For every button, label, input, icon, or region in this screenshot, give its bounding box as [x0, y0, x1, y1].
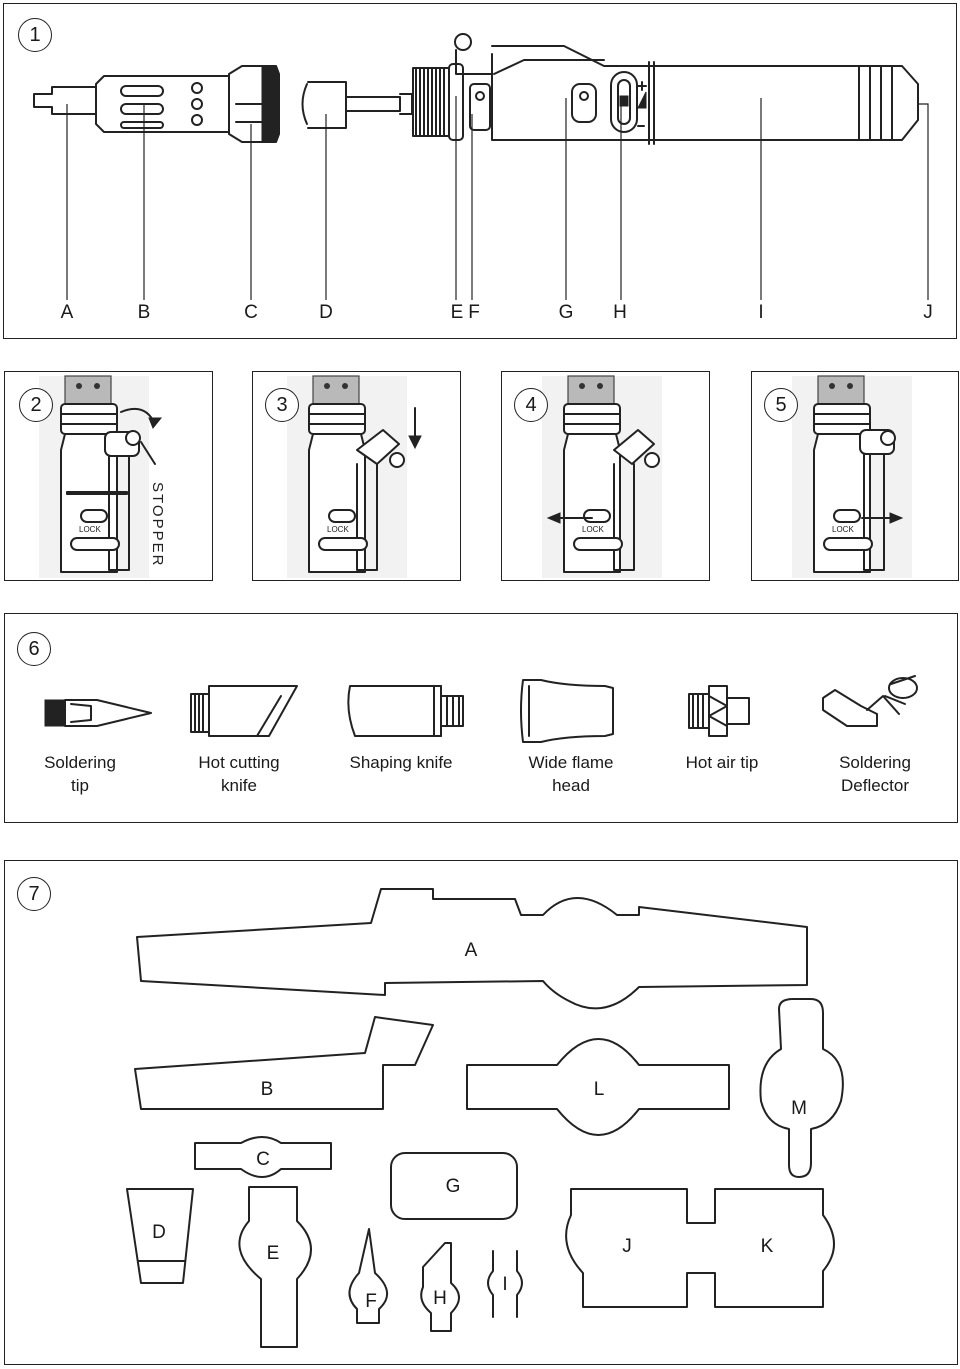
cutout-c — [194, 1136, 332, 1178]
step-3-panel: LOCK 3 — [252, 371, 461, 581]
part-label-c: C — [244, 302, 258, 323]
shape-label-i: I — [502, 1274, 508, 1295]
step-5-number: 5 — [764, 388, 798, 422]
cutout-f — [348, 1228, 388, 1324]
shape-label-a: A — [464, 940, 478, 961]
step-5-panel: LOCK 5 — [751, 371, 959, 581]
cutout-m — [759, 998, 844, 1178]
shape-label-m: M — [791, 1098, 807, 1119]
shape-label-h: H — [433, 1288, 447, 1309]
step-3-number: 3 — [265, 388, 299, 422]
cutout-b — [134, 1016, 434, 1110]
figure-6-panel: 6 — [4, 613, 958, 823]
part-label-f: F — [468, 302, 480, 323]
step-3-photo: LOCK — [287, 375, 422, 578]
accessory-label-hot-air-tip: Hot air tip — [685, 753, 759, 772]
part-label-j: J — [923, 302, 933, 323]
leader-lines — [66, 96, 929, 300]
accessory-label-shaping-knife: Shaping knife — [349, 753, 453, 772]
shape-label-j: J — [622, 1236, 632, 1257]
figure-7-panel: 7 A B C D E F G H I J K L — [4, 860, 958, 1365]
shape-label-f: F — [365, 1291, 377, 1312]
accessories-drawing — [44, 675, 918, 743]
part-label-h: H — [613, 302, 627, 323]
part-label-i: I — [758, 302, 764, 323]
shape-label-c: C — [256, 1149, 270, 1170]
step-4-lock-text: LOCK — [582, 525, 604, 534]
shape-label-d: D — [152, 1222, 166, 1243]
cutout-d — [126, 1188, 194, 1284]
storage-case-cutouts — [126, 888, 844, 1348]
shape-label-l: L — [593, 1079, 605, 1100]
cutout-j-k — [565, 1188, 835, 1308]
torch-exploded-diagram — [33, 33, 929, 300]
figure-6-number: 6 — [17, 632, 51, 666]
wide-flame-head-drawing — [520, 679, 614, 743]
hot-air-tip-drawing — [688, 685, 750, 737]
shape-label-e: E — [266, 1243, 280, 1264]
part-d-drawing — [301, 81, 413, 129]
hot-cutting-knife-drawing — [190, 685, 298, 737]
cutout-i — [487, 1250, 523, 1318]
part-g-h-i-drawing — [491, 45, 860, 145]
step-2-photo: LOCK STOPPER — [39, 375, 166, 578]
step-4-number: 4 — [514, 388, 548, 422]
stopper-label: STOPPER — [149, 482, 166, 567]
shaping-knife-drawing — [347, 685, 464, 737]
cutout-h — [420, 1242, 460, 1332]
soldering-tip-drawing — [44, 699, 152, 727]
step-4-photo: LOCK — [542, 375, 662, 578]
cutout-l — [466, 1038, 730, 1136]
step-2-panel: LOCK STOPPER 2 — [4, 371, 213, 581]
figure-7-number: 7 — [17, 877, 51, 911]
step-3-lock-text: LOCK — [327, 525, 349, 534]
shape-label-b: B — [260, 1079, 274, 1100]
shape-label-k: K — [760, 1236, 774, 1257]
soldering-deflector-drawing — [822, 675, 918, 727]
step-2-number: 2 — [19, 388, 53, 422]
part-label-g: G — [558, 302, 574, 323]
figure-1-number: 1 — [18, 18, 52, 52]
cutout-e — [238, 1186, 312, 1348]
part-label-e: E — [450, 302, 464, 323]
part-label-b: B — [137, 302, 151, 323]
step-5-lock-text: LOCK — [832, 525, 854, 534]
part-c-drawing — [228, 65, 280, 143]
cutout-a — [136, 888, 808, 1010]
part-label-a: A — [60, 302, 74, 323]
part-a-drawing — [33, 86, 97, 115]
step-2-lock-text: LOCK — [79, 525, 101, 534]
part-j-drawing — [858, 65, 919, 141]
step-5-photo: LOCK — [792, 375, 912, 578]
part-e-f-drawing — [412, 33, 493, 141]
part-label-d: D — [319, 302, 333, 323]
part-b-drawing — [95, 75, 230, 133]
figure-1-panel: 1 — [3, 3, 957, 339]
step-4-panel: LOCK 4 — [501, 371, 710, 581]
cutout-g — [390, 1152, 518, 1220]
shape-label-g: G — [445, 1176, 461, 1197]
